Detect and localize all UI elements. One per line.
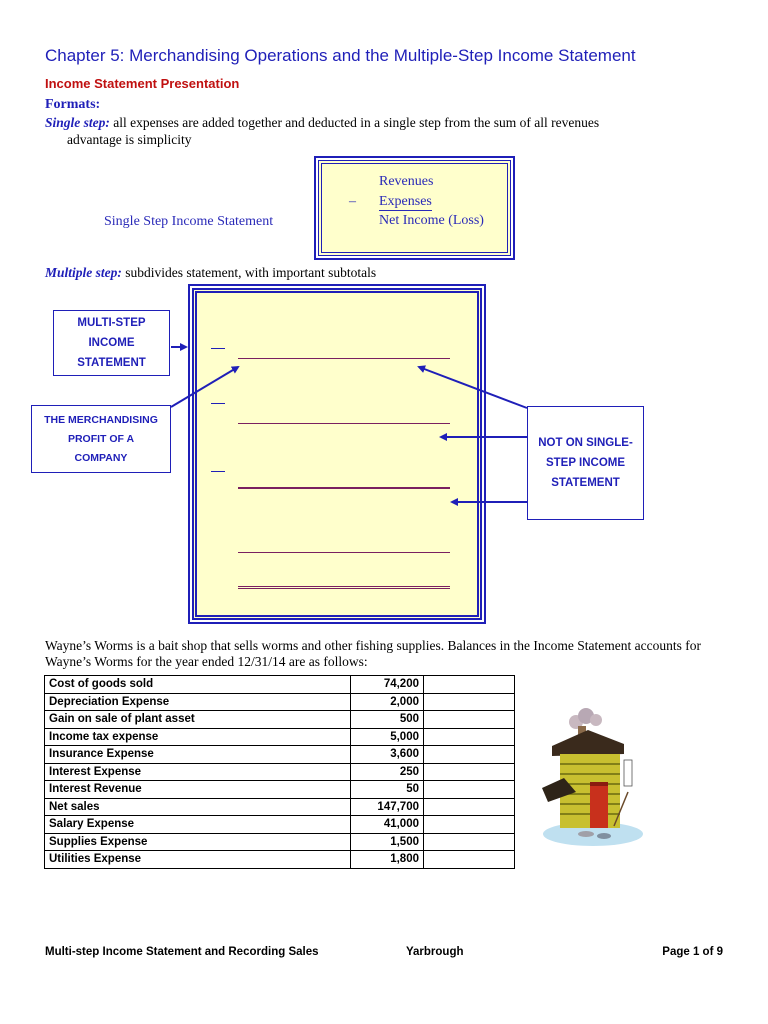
subtotal-line: [238, 487, 450, 489]
callout-line: MULTI-STEP: [77, 317, 146, 329]
blank-cell: [423, 675, 515, 694]
single-step-text: all expenses are added together and dedu…: [109, 115, 600, 130]
callout-not-single-step: NOT ON SINGLE- STEP INCOME STATEMENT: [527, 406, 644, 520]
blank-cell: [423, 745, 515, 764]
net-income-label: Net Income (Loss): [379, 213, 484, 228]
account-name-cell: Cost of goods sold: [44, 675, 351, 694]
multi-step-statement-box: [188, 284, 486, 624]
account-name-cell: Insurance Expense: [44, 745, 351, 764]
subtotal-line: [238, 423, 450, 424]
arrow-icon: [170, 365, 240, 408]
blank-cell: [423, 815, 515, 834]
intro-line-2: Wayne’s Worms for the year ended 12/31/1…: [45, 654, 368, 669]
subtotal-line: [238, 552, 450, 553]
total-double-line: [238, 586, 450, 589]
expenses-label: Expenses: [379, 194, 432, 211]
account-name-cell: Income tax expense: [44, 727, 351, 746]
single-step-label: Single step:: [45, 115, 110, 130]
arrow-icon: [417, 365, 528, 409]
account-amount-cell: 1,500: [350, 832, 424, 851]
account-name-cell: Interest Expense: [44, 762, 351, 781]
callout-line: STEP INCOME: [545, 457, 626, 469]
footer-left: Multi-step Income Statement and Recordin…: [45, 946, 319, 958]
account-name-cell: Gain on sale of plant asset: [44, 710, 351, 729]
account-amount-cell: 250: [350, 762, 424, 781]
revenues-label: Revenues: [379, 174, 434, 189]
callout-line: STATEMENT: [77, 357, 146, 369]
minus-sign: –: [349, 194, 356, 209]
account-amount-cell: 5,000: [350, 727, 424, 746]
minus-dash: [211, 471, 225, 472]
single-step-line: Single step: all expenses are added toge…: [45, 115, 599, 131]
account-name-cell: Utilities Expense: [44, 850, 351, 869]
multiple-step-line: Multiple step: subdivides statement, wit…: [45, 265, 376, 281]
account-name-cell: Supplies Expense: [44, 832, 351, 851]
intro-line-1: Wayne’s Worms is a bait shop that sells …: [45, 638, 701, 653]
account-amount-cell: 41,000: [350, 815, 424, 834]
blank-cell: [423, 850, 515, 869]
minus-dash: [211, 403, 225, 404]
account-name-cell: Interest Revenue: [44, 780, 351, 799]
callout-multi-step: MULTI-STEP INCOME STATEMENT: [53, 310, 170, 376]
account-amount-cell: 147,700: [350, 797, 424, 816]
footer-page-number: Page 1 of 9: [662, 946, 723, 958]
account-name-cell: Net sales: [44, 797, 351, 816]
blank-cell: [423, 832, 515, 851]
callout-line: COMPANY: [74, 451, 128, 464]
blank-cell: [423, 710, 515, 729]
account-amount-cell: 1,800: [350, 850, 424, 869]
section-subtitle: Income Statement Presentation: [45, 76, 240, 91]
callout-merchandising-profit: THE MERCHANDISING PROFIT OF A COMPANY: [31, 405, 171, 473]
account-amount-cell: 500: [350, 710, 424, 729]
account-name-cell: Depreciation Expense: [44, 692, 351, 711]
single-step-advantage: advantage is simplicity: [67, 132, 192, 147]
page-title: Chapter 5: Merchandising Operations and …: [45, 46, 636, 65]
bait-shop-icon: [542, 708, 643, 846]
account-amount-cell: 2,000: [350, 692, 424, 711]
blank-cell: [423, 692, 515, 711]
single-step-statement-box: Revenues – Expenses Net Income (Loss): [314, 156, 515, 260]
single-step-caption: Single Step Income Statement: [104, 214, 274, 229]
account-amount-cell: 50: [350, 780, 424, 799]
account-name-cell: Salary Expense: [44, 815, 351, 834]
blank-cell: [423, 797, 515, 816]
blank-cell: [423, 780, 515, 799]
subtotal-line: [238, 358, 450, 359]
blank-cell: [423, 727, 515, 746]
footer-center: Yarbrough: [406, 946, 464, 958]
multiple-step-text: subdivides statement, with important sub…: [121, 265, 377, 280]
callout-line: NOT ON SINGLE-: [538, 437, 633, 449]
formats-heading: Formats:: [45, 97, 101, 112]
account-amount-cell: 74,200: [350, 675, 424, 694]
callout-line: PROFIT OF A: [67, 432, 135, 445]
multiple-step-label: Multiple step:: [45, 265, 122, 280]
blank-cell: [423, 762, 515, 781]
minus-dash: [211, 348, 225, 349]
callout-line: STATEMENT: [551, 477, 620, 489]
callout-line: INCOME: [88, 337, 135, 349]
account-amount-cell: 3,600: [350, 745, 424, 764]
callout-line: THE MERCHANDISING: [44, 413, 158, 426]
